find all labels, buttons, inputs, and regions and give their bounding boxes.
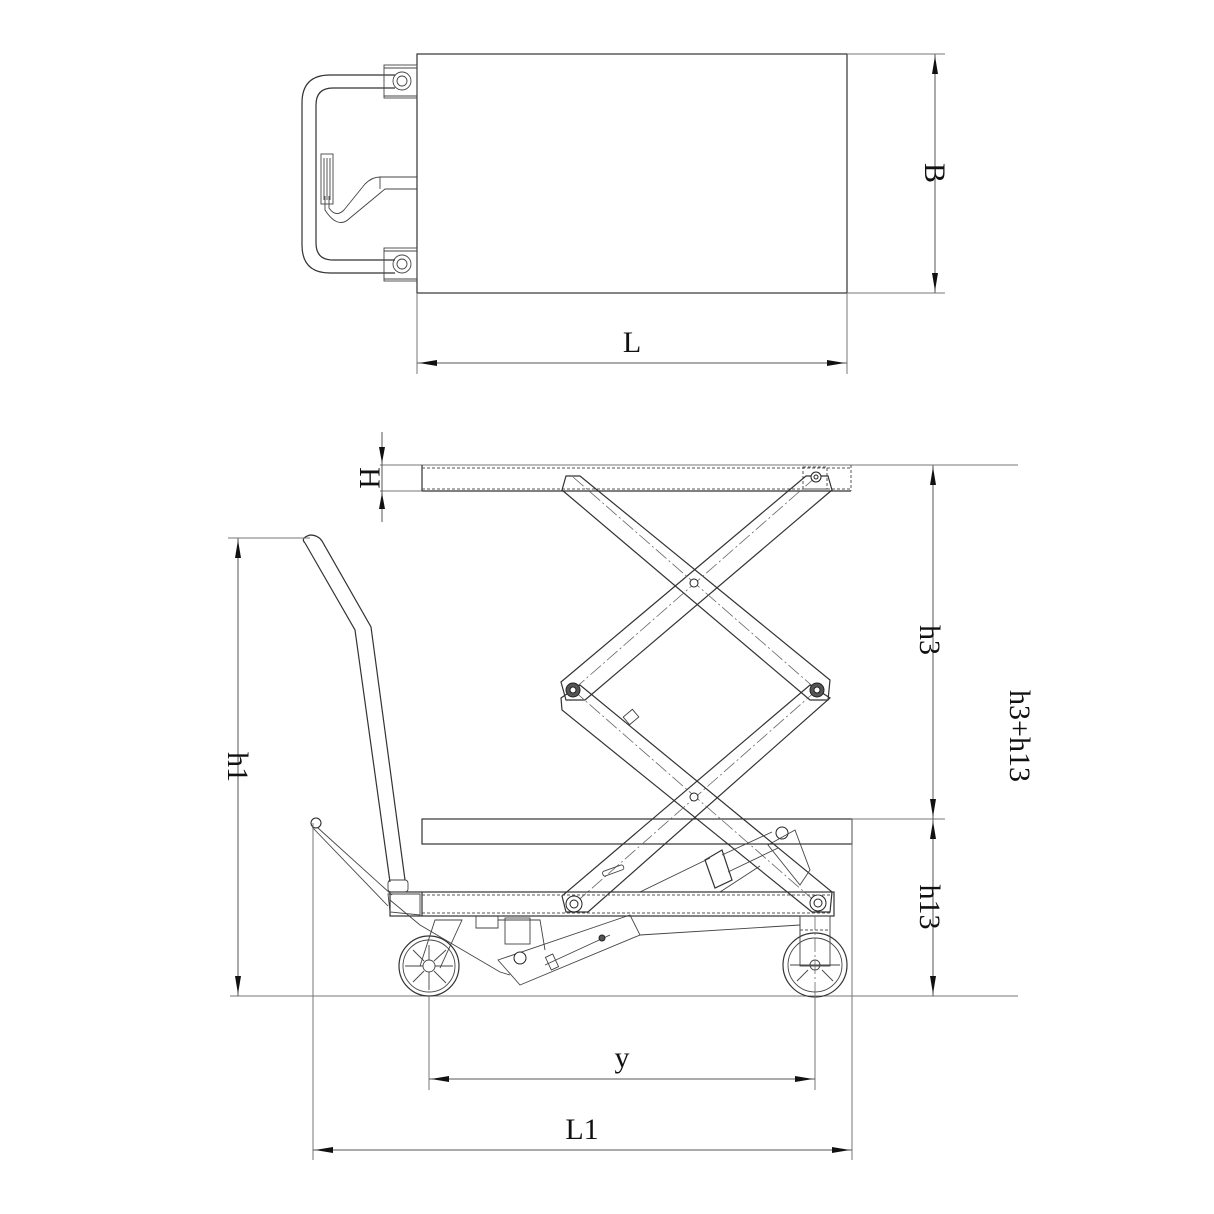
label-h3-plus-h13: h3+h13 [1003, 690, 1036, 782]
dimension-B: B [847, 53, 951, 294]
dimension-H: H [353, 432, 386, 522]
dimension-h1: h1 [221, 538, 254, 996]
label-H: H [353, 467, 386, 489]
scissor-arms [560, 475, 833, 913]
dimension-y: y [429, 1041, 815, 1082]
label-h13: h13 [913, 885, 946, 930]
base-frame [389, 891, 835, 986]
top-view: B L [301, 53, 951, 374]
dimension-L: L [416, 293, 848, 374]
label-h3: h3 [913, 625, 946, 655]
label-B: B [918, 163, 951, 183]
lift-cylinder [639, 826, 811, 893]
pivot-pins [565, 471, 827, 913]
label-h1: h1 [221, 752, 254, 782]
side-view: H h1 h3 h13 h3+h13 y [221, 432, 1036, 1160]
front-wheel [389, 899, 511, 997]
dimension-h3-h13: h3 h13 h3+h13 [913, 465, 1036, 996]
handle-top-view [301, 64, 418, 282]
push-handle [302, 534, 421, 916]
dimension-L1: L1 [313, 1113, 852, 1153]
rear-wheel [782, 915, 848, 1008]
platform-outline-top [416, 53, 848, 294]
label-L1: L1 [565, 1113, 598, 1146]
label-y: y [615, 1041, 630, 1074]
table-top-raised [380, 464, 1018, 492]
label-L: L [623, 326, 641, 359]
